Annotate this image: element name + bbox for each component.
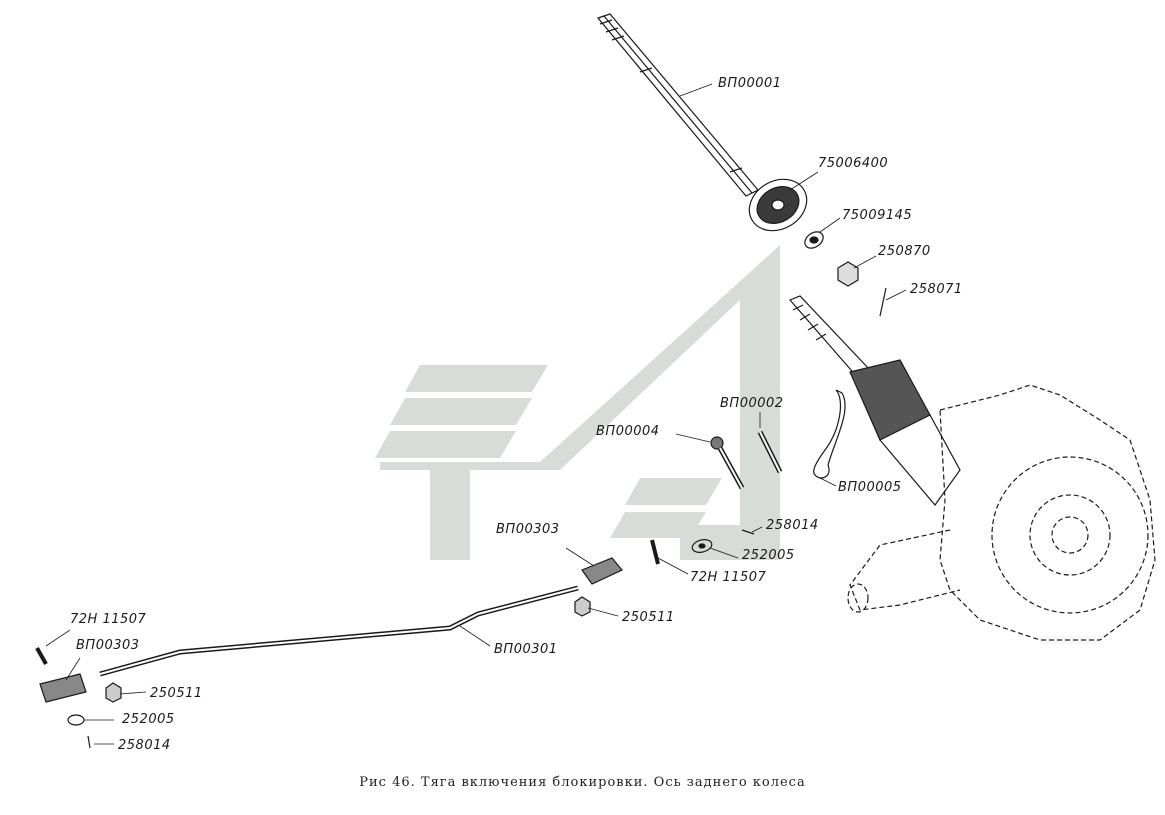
figure-caption: Рис 46. Тяга включения блокировки. Ось з… [359,775,806,790]
bolt-left [35,647,48,665]
watermark-logo [375,245,780,560]
splined-shaft [788,295,961,506]
label-250870: 250870 [878,244,931,259]
label-vp00301: ВП00301 [494,642,558,657]
label-vp00001: ВП00001 [718,76,782,91]
label-75006400: 75006400 [818,156,889,171]
label-258071: 258071 [910,282,963,297]
washer-part [804,231,824,249]
label-vp00005: ВП00005 [838,480,902,495]
label-vp00303-right: ВП00303 [496,522,560,537]
leader-lines [45,83,907,745]
disc-part [748,178,808,232]
label-258014-left: 258014 [118,738,171,753]
label-252005-right: 252005 [742,548,795,563]
label-258014-right: 258014 [766,518,819,533]
label-250511-left: 250511 [150,686,203,701]
clevis-left [39,673,87,703]
bolt-vp00004 [710,436,745,490]
label-72h11507-left: 72Н 11507 [70,612,147,627]
label-vp00303-left: ВП00303 [76,638,140,653]
control-rod [99,585,579,677]
axle-shaft [596,13,759,197]
link-part [813,389,846,479]
nut-part [837,261,859,287]
cotter-pin [879,287,887,317]
label-250511-right: 250511 [622,610,675,625]
bolt-vp00002 [757,430,783,474]
gear-housing [847,384,1156,641]
label-75009145: 75009145 [842,208,913,223]
clevis-right [581,557,623,585]
label-72h11507-right: 72Н 11507 [690,570,767,585]
label-vp00002: ВП00002 [720,396,784,411]
label-vp00004: ВП00004 [596,424,660,439]
label-252005-left: 252005 [122,712,175,727]
